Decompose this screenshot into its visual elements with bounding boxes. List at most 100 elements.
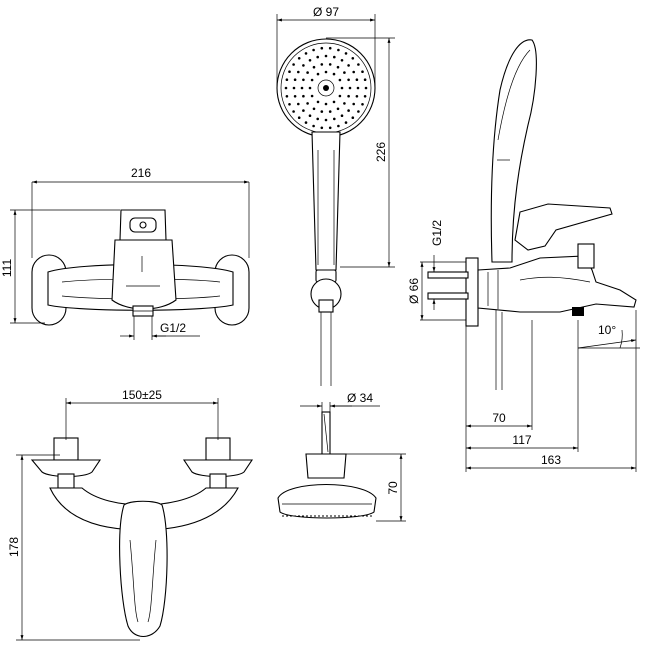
nozzle-dot (328, 63, 332, 66)
nozzle-dot (306, 102, 309, 105)
nozzle-dot (297, 57, 301, 60)
nozzle-dot (351, 57, 355, 60)
dim-side-thread: G1/2 (430, 220, 444, 246)
nozzle-dot (320, 46, 324, 50)
nozzle-dot (328, 126, 332, 130)
dim-front-width: 216 (131, 166, 151, 180)
nozzle-dot (355, 78, 359, 81)
nozzle-dot (344, 52, 348, 55)
nozzle-dot (312, 65, 316, 69)
nozzle-dot (320, 126, 324, 130)
dim-side-pipe-diameter: Ø 66 (407, 278, 421, 304)
nozzle-dot (333, 55, 336, 59)
nozzle-dot (347, 94, 350, 98)
handshower-dimensions: Ø 97 226 (276, 5, 395, 268)
dim-top-height: 178 (7, 537, 21, 557)
nozzle-dot (337, 124, 340, 128)
nozzle-dot (302, 109, 305, 112)
nozzle-dot (332, 100, 336, 104)
nozzle-dot (347, 109, 350, 112)
nozzle-dot (347, 64, 350, 67)
nozzle-dot (363, 95, 367, 98)
dim-depth-70: 70 (492, 411, 506, 425)
nozzle-dot (297, 70, 300, 74)
nozzle-dot (312, 124, 315, 128)
dim-centers: 150±25 (122, 388, 162, 402)
nozzle-dot (361, 70, 364, 73)
nozzle-dot (292, 110, 295, 113)
nozzle-dot (312, 107, 316, 111)
nozzle-dot (332, 72, 336, 76)
nozzle-dot (316, 100, 320, 104)
nozzle-dot (308, 86, 312, 90)
nozzle-dot (320, 110, 324, 113)
nozzle-dot (285, 78, 289, 81)
nozzle-dot (292, 63, 295, 66)
nozzle-dot (328, 46, 332, 50)
nozzle-dot (302, 94, 305, 98)
dim-front-height: 111 (0, 259, 14, 278)
side-dimensions: G1/2 Ø 66 10° 70 117 163 (407, 220, 640, 472)
dim-holder-height: 70 (386, 481, 400, 495)
holder-dimensions: Ø 34 70 (300, 391, 406, 522)
nozzle-dot (310, 78, 314, 82)
nozzle-dot (302, 64, 305, 67)
nozzle-dot (336, 65, 340, 69)
dim-handshower-length: 226 (374, 142, 388, 162)
nozzle-dot (297, 102, 300, 106)
nozzle-dot (285, 95, 289, 98)
nozzle-dot (304, 52, 308, 55)
nozzle-dot (324, 118, 328, 122)
nozzle-dot (356, 86, 360, 90)
nozzle-dot (284, 86, 288, 90)
nozzle-dot (361, 103, 364, 106)
nozzle-dot (355, 95, 359, 98)
nozzle-dot (304, 121, 308, 124)
nozzle-dot (337, 48, 340, 52)
dim-depth-117: 117 (512, 433, 531, 447)
nozzle-dot (338, 78, 342, 82)
nozzle-dot (338, 94, 342, 98)
nozzle-dot (308, 59, 312, 62)
nozzle-dot (352, 102, 356, 106)
nozzle-dot (344, 121, 348, 124)
nozzle-dot (340, 114, 344, 117)
nozzle-dot (320, 63, 324, 66)
nozzle-dot (340, 59, 344, 62)
nozzle-dot (302, 78, 305, 82)
nozzle-dot (288, 70, 291, 73)
nozzle-dot (336, 107, 340, 111)
nozzle-dot (328, 110, 332, 113)
front-dimensions: 216 111 G1/2 (0, 166, 250, 340)
nozzle-dot (306, 71, 309, 74)
nozzle-dot (316, 55, 320, 59)
nozzle-dot (351, 116, 355, 119)
nozzle-dot (324, 54, 328, 58)
nozzle-dot (347, 78, 350, 82)
nozzle-dot (343, 71, 346, 74)
front-view-mixer (31, 209, 250, 326)
dim-front-thread: G1/2 (160, 321, 186, 335)
nozzle-dot (297, 116, 301, 119)
nozzle-dot (308, 114, 312, 117)
wall-holder (277, 411, 377, 519)
dim-depth-163: 163 (541, 453, 561, 467)
nozzle-dot (333, 117, 336, 121)
nozzle-dot (293, 78, 297, 81)
nozzle-dot (364, 86, 368, 90)
nozzle-dot (310, 94, 314, 98)
side-view (427, 39, 637, 390)
nozzle-dot (357, 63, 360, 66)
nozzle-dot (357, 110, 360, 113)
top-dimensions: 150±25 178 (7, 388, 219, 641)
nozzle-dot (324, 102, 328, 106)
nozzle-dot (292, 86, 296, 90)
hand-shower (276, 38, 376, 386)
nozzle-dot (340, 86, 344, 90)
nozzle-dot (300, 86, 304, 90)
dim-handshower-diameter: Ø 97 (313, 5, 339, 19)
dim-angle: 10° (598, 323, 616, 337)
nozzle-dot (293, 95, 297, 98)
nozzle-dot (348, 86, 352, 90)
